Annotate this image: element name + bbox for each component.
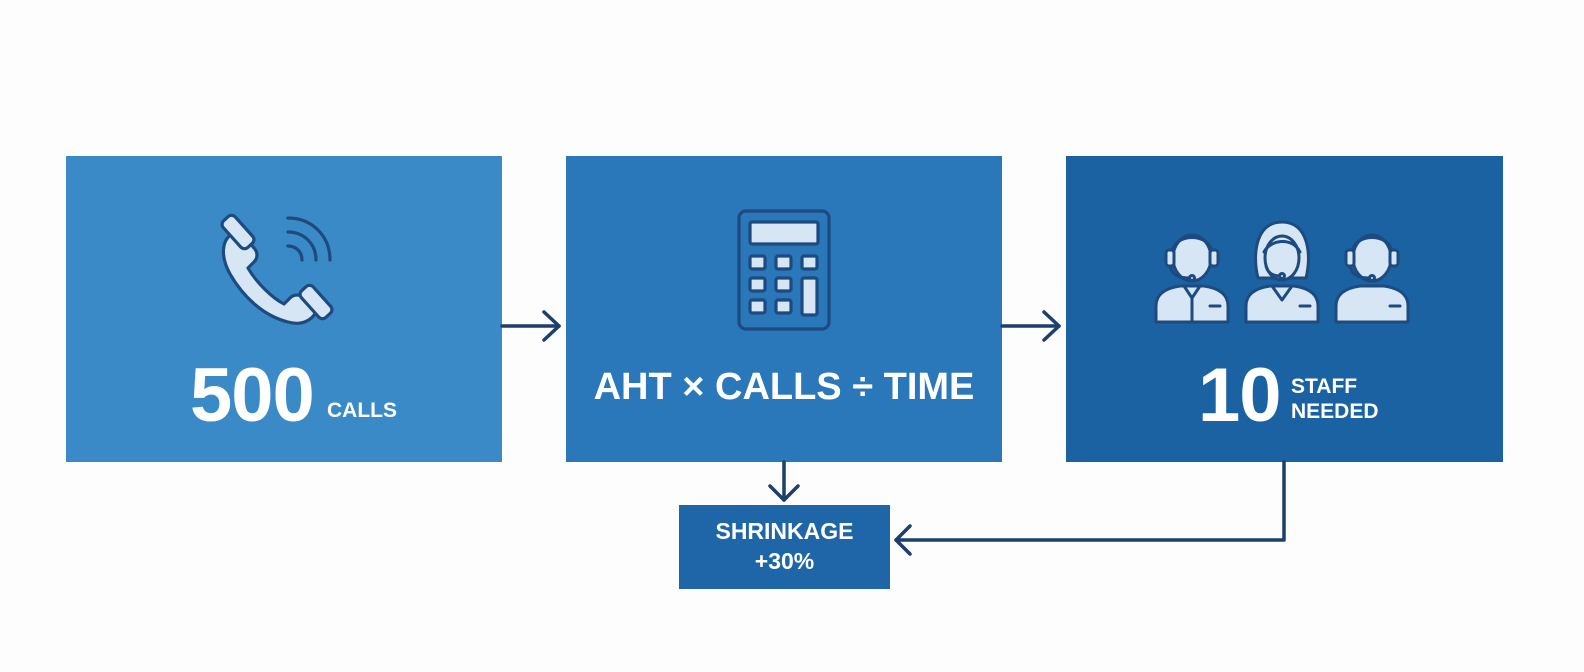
arrow-formula-to-shrinkage	[768, 460, 800, 502]
arrow-calls-to-formula	[500, 310, 561, 342]
calls-label: CALLS	[327, 399, 397, 422]
arrow-formula-to-staff	[1000, 310, 1061, 342]
calls-step-box: 500 CALLS	[66, 156, 502, 462]
formula-step-box: AHT × CALLS ÷ TIME	[566, 156, 1002, 462]
agent-2-icon	[1244, 220, 1320, 324]
staffing-formula: AHT × CALLS ÷ TIME	[593, 366, 975, 408]
shrinkage-value: +30%	[754, 548, 815, 574]
agent-1-icon	[1154, 233, 1230, 324]
staff-step-box: 10 STAFF NEEDED	[1066, 156, 1503, 462]
shrinkage-box: SHRINKAGE +30%	[679, 505, 890, 589]
staff-label-line2: NEEDED	[1291, 400, 1379, 423]
calculator-icon	[737, 209, 831, 331]
staff-label-line1: STAFF	[1291, 375, 1358, 398]
agents-icon	[1154, 220, 1410, 324]
calls-count: 500	[190, 353, 315, 438]
agent-3-icon	[1334, 233, 1410, 324]
arrow-staff-to-shrinkage	[894, 460, 1286, 556]
phone-icon	[220, 213, 334, 325]
staff-count: 10	[1198, 353, 1282, 438]
shrinkage-label: SHRINKAGE	[715, 518, 854, 545]
